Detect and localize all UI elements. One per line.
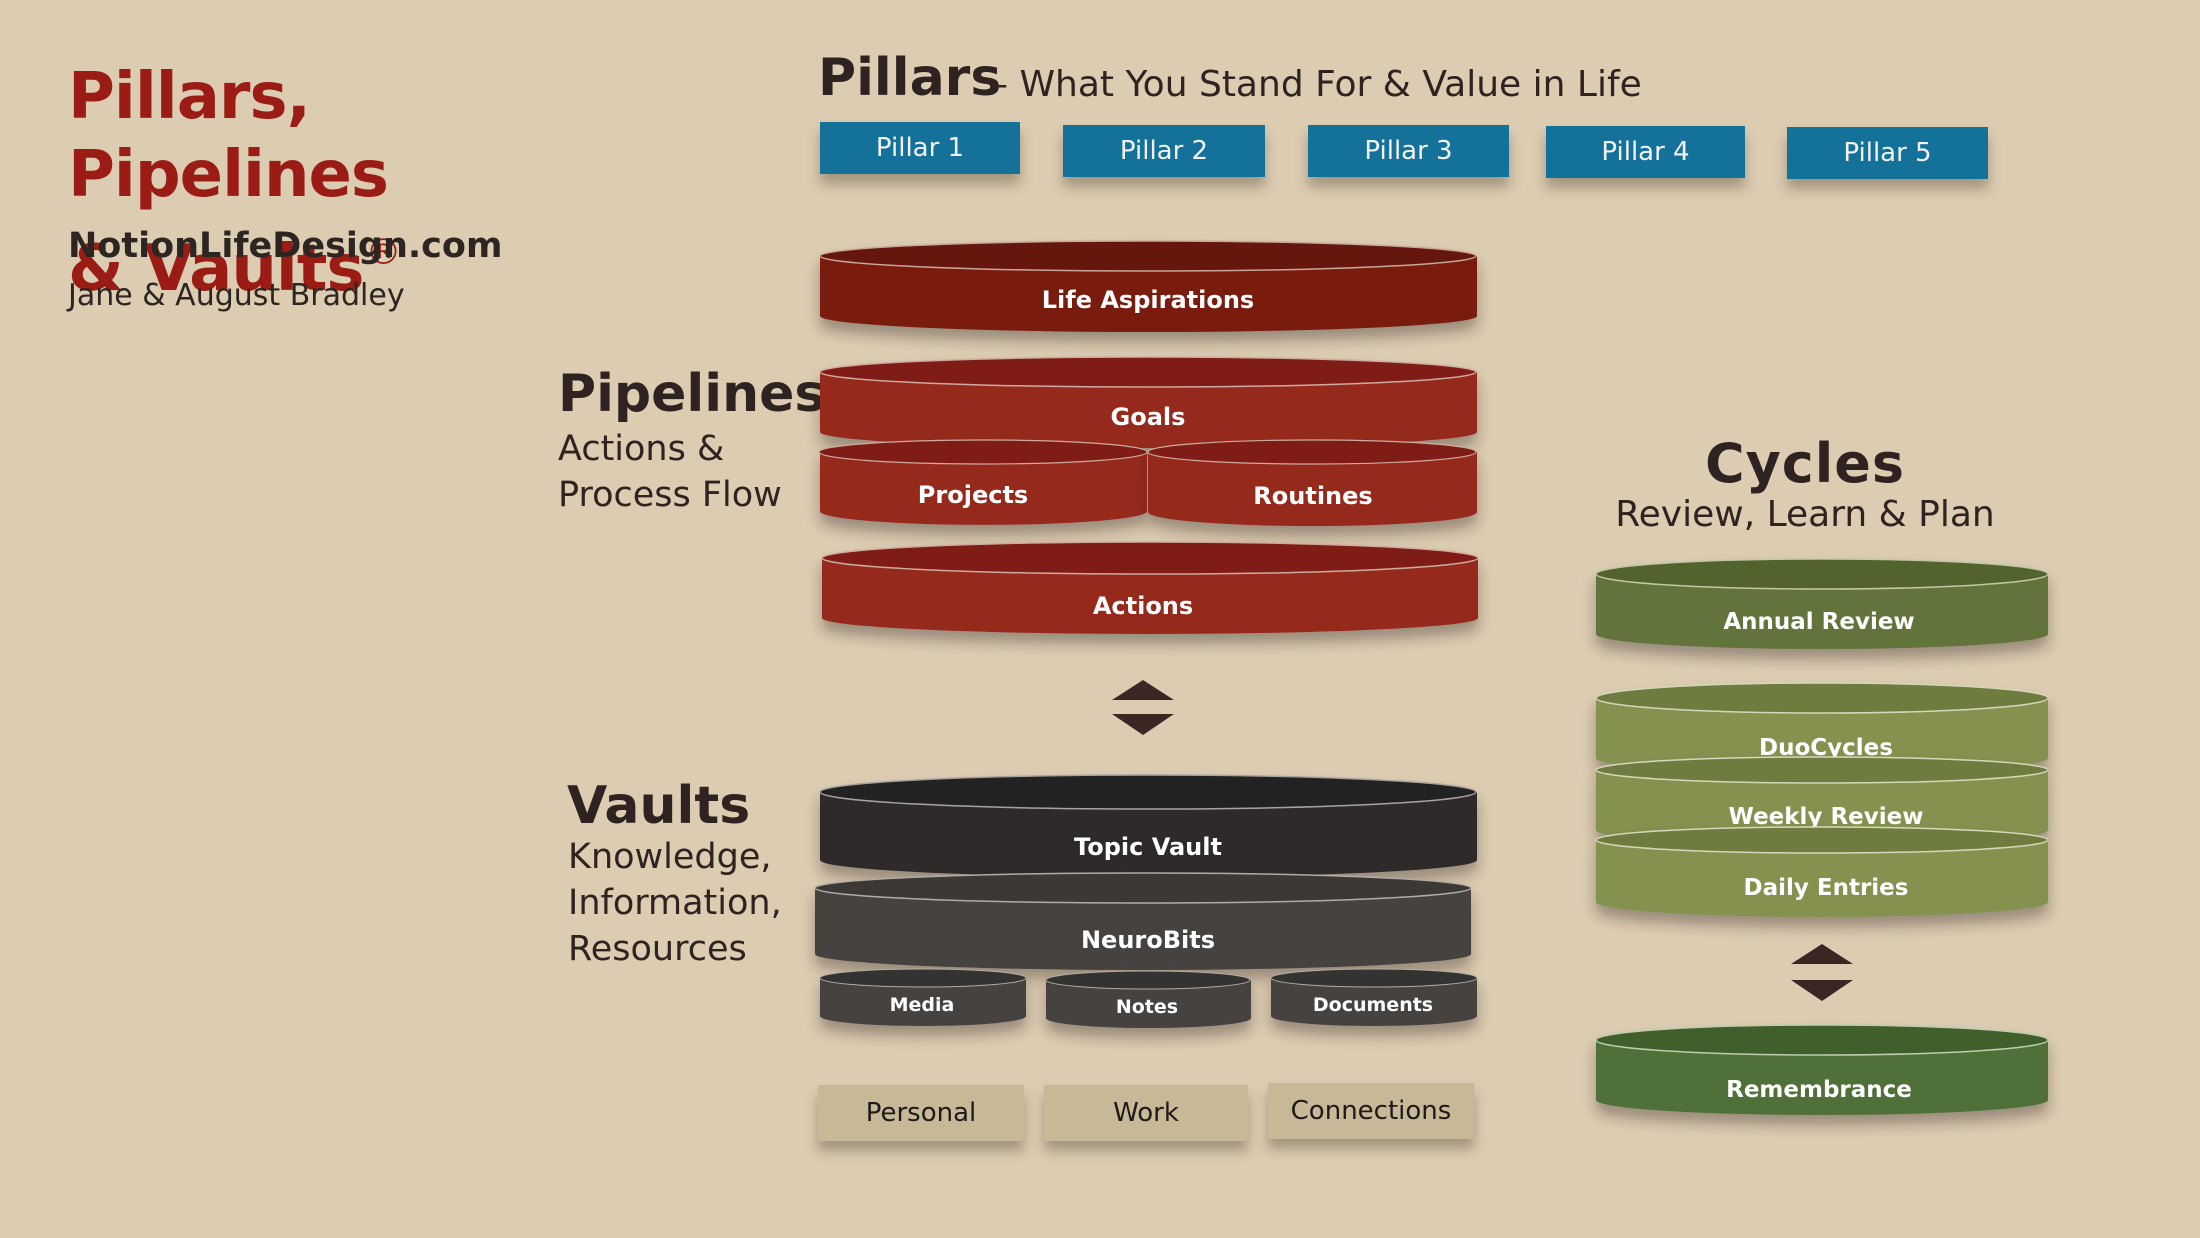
label-topic-vault: Topic Vault xyxy=(1074,833,1222,861)
main-title: Pillars, Pipelines & Vaults® xyxy=(68,58,588,308)
label-documents: Documents xyxy=(1313,994,1433,1016)
vaults-title: Vaults xyxy=(567,776,751,836)
label-projects: Projects xyxy=(918,481,1028,509)
label-actions: Actions xyxy=(1093,592,1193,620)
label-annual-review: Annual Review xyxy=(1723,609,1914,635)
disk-daily-entries: Daily Entries xyxy=(1595,826,2049,917)
disk-annual-review: Annual Review xyxy=(1595,558,2049,649)
tag-work: Work xyxy=(1044,1085,1248,1141)
disk-goals: Goals xyxy=(819,356,1477,449)
label-life-aspirations: Life Aspirations xyxy=(1042,286,1254,314)
authors: Jane & August Bradley xyxy=(68,278,405,313)
tag-personal: Personal xyxy=(818,1085,1024,1141)
registered-mark: ® xyxy=(365,232,402,273)
cycles-title: Cycles xyxy=(1704,432,1906,495)
label-media: Media xyxy=(890,994,955,1016)
label-notes: Notes xyxy=(1116,996,1178,1018)
disk-neurobits: NeuroBits xyxy=(814,872,1472,970)
up-down-arrows-icon xyxy=(1112,680,1174,735)
pillar-5: Pillar 5 xyxy=(1787,127,1988,179)
disk-life-aspirations: Life Aspirations xyxy=(819,240,1477,333)
label-remembrance: Remembrance xyxy=(1726,1077,1912,1103)
pillar-1: Pillar 1 xyxy=(820,122,1020,174)
disk-actions: Actions xyxy=(821,541,1479,634)
disk-projects: Projects xyxy=(818,439,1148,525)
disk-notes: Notes xyxy=(1045,970,1251,1029)
disk-remembrance: Remembrance xyxy=(1595,1024,2049,1115)
main-title-line1: Pillars, Pipelines xyxy=(68,60,389,212)
disk-documents: Documents xyxy=(1270,968,1478,1026)
label-goals: Goals xyxy=(1111,403,1186,431)
disk-topic-vault: Topic Vault xyxy=(819,774,1477,878)
disk-weekly-review: Weekly Review xyxy=(1595,756,2049,845)
site-name: NotionLifeDesign.com xyxy=(68,226,503,266)
pipelines-subtitle: Actions & Process Flow xyxy=(558,429,782,515)
label-weekly-review: Weekly Review xyxy=(1729,804,1924,830)
label-daily-entries: Daily Entries xyxy=(1744,875,1909,901)
pillar-2: Pillar 2 xyxy=(1063,125,1265,177)
tag-connections: Connections xyxy=(1268,1083,1474,1139)
pillars-title: Pillars xyxy=(818,48,1002,108)
disk-routines: Routines xyxy=(1147,439,1477,527)
cycles-up-down-arrows-icon xyxy=(1791,944,1853,1001)
pillar-3: Pillar 3 xyxy=(1308,125,1509,177)
disk-media: Media xyxy=(819,968,1027,1026)
pillar-4: Pillar 4 xyxy=(1546,126,1745,178)
main-title-line2: & Vaults® xyxy=(68,232,402,306)
pipelines-title: Pipelines xyxy=(558,364,826,424)
label-neurobits: NeuroBits xyxy=(1081,926,1215,954)
cycles-subtitle: Review, Learn & Plan xyxy=(1615,494,1995,535)
vaults-subtitle: Knowledge, Information, Resources xyxy=(568,837,782,969)
label-routines: Routines xyxy=(1253,482,1372,510)
pillars-subtitle: – What You Stand For & Value in Life xyxy=(990,64,1642,105)
